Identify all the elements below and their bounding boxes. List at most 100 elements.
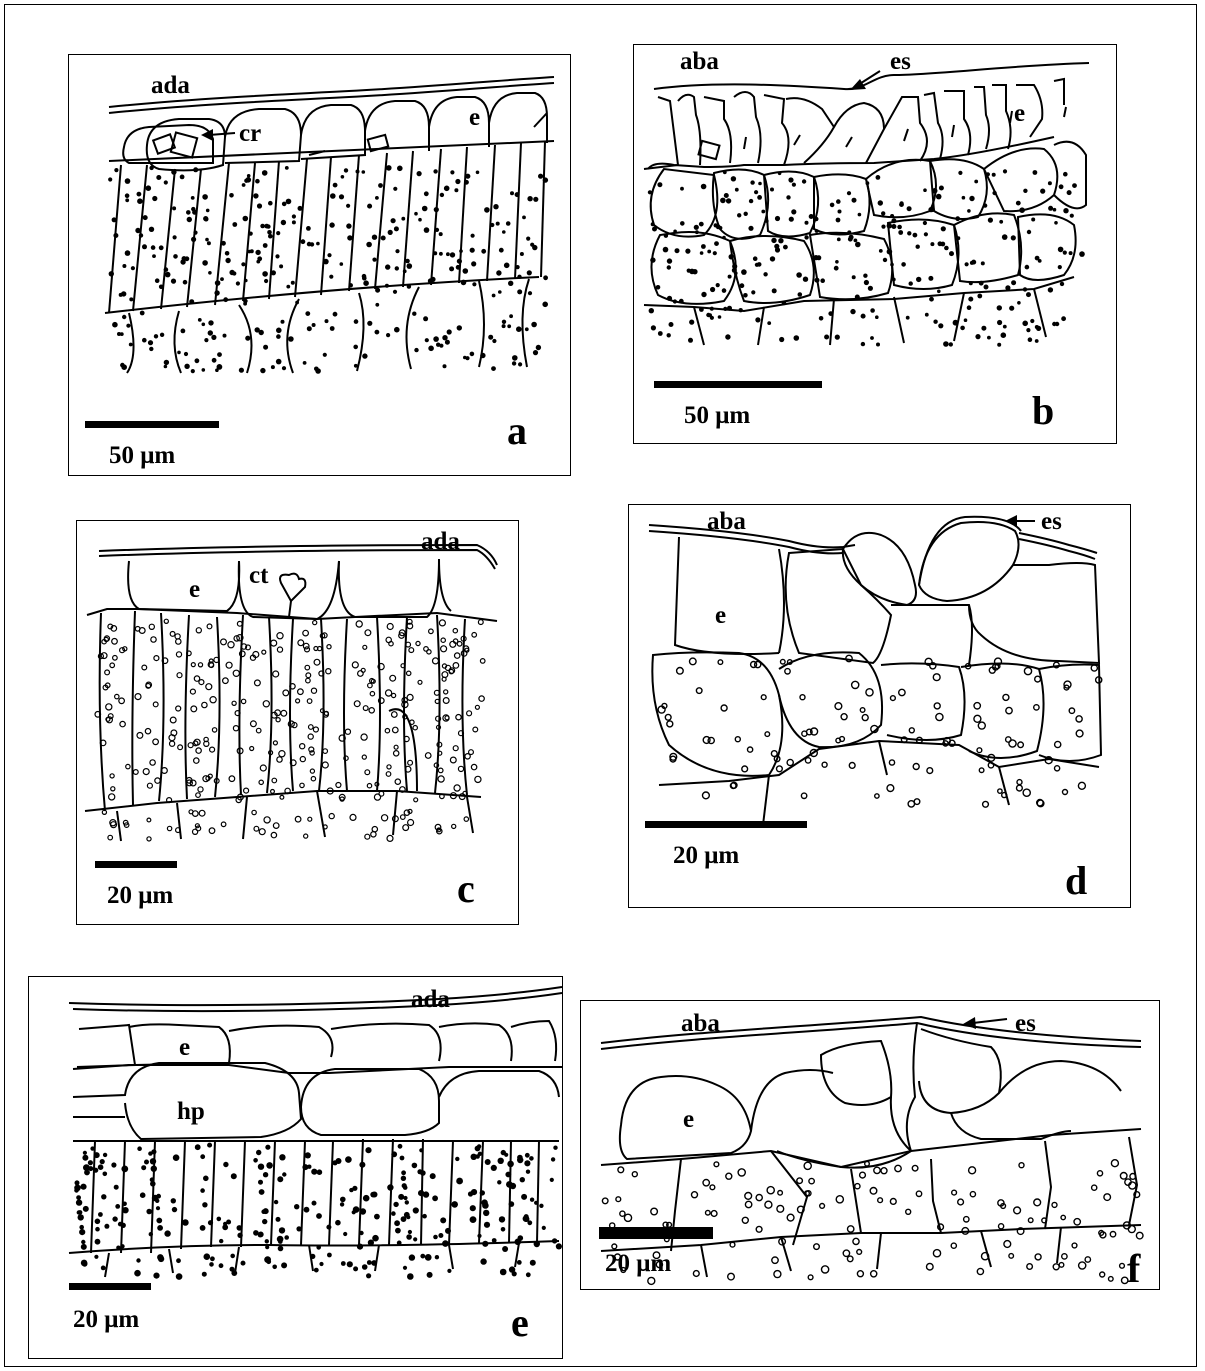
chloroplast-dot — [1030, 319, 1034, 323]
chloroplast-dot — [815, 229, 819, 233]
scale-bar — [654, 381, 822, 388]
chloroplast-dot — [314, 1268, 319, 1273]
chloroplast-dot — [464, 180, 469, 185]
chloroplast-dot — [855, 295, 860, 300]
chloroplast-dot — [906, 316, 910, 320]
chloroplast-dot — [366, 242, 372, 248]
chloroplast-dot — [170, 632, 175, 637]
chloroplast-dot — [247, 174, 251, 178]
chloroplast-dot — [206, 209, 210, 213]
chloroplast-dot — [708, 313, 712, 317]
chloroplast-dot — [517, 275, 521, 279]
chloroplast-dot — [403, 825, 409, 831]
chloroplast-dot — [362, 755, 366, 759]
chloroplast-dot — [286, 285, 290, 289]
chloroplast-dot — [1028, 337, 1033, 342]
chloroplast-dot — [445, 1228, 451, 1234]
chloroplast-dot — [82, 1155, 88, 1161]
chloroplast-dot — [1023, 189, 1027, 193]
chloroplast-dot — [1063, 172, 1068, 177]
chloroplast-dot — [779, 337, 784, 342]
chloroplast-dot — [1072, 1243, 1077, 1248]
chloroplast-dot — [164, 267, 169, 272]
chloroplast-dot — [1024, 668, 1031, 675]
chloroplast-dot — [1063, 208, 1068, 213]
chloroplast-dot — [685, 249, 690, 254]
chloroplast-dot — [525, 1153, 530, 1158]
chloroplast-dot — [866, 689, 873, 696]
chloroplast-dot — [1110, 1232, 1115, 1237]
chloroplast-dot — [792, 183, 796, 187]
chloroplast-dot — [748, 747, 753, 752]
chloroplast-dot — [975, 334, 980, 339]
chloroplast-dot — [424, 227, 430, 233]
chloroplast-dot — [368, 683, 373, 688]
chloroplast-dot — [502, 320, 506, 324]
chloroplast-dot — [266, 1162, 273, 1169]
chloroplast-dot — [430, 1173, 436, 1179]
chloroplast-dot — [112, 1216, 117, 1221]
chloroplast-dot — [952, 1190, 957, 1195]
chloroplast-dot — [497, 1180, 501, 1184]
chloroplast-dot — [94, 1152, 100, 1158]
chloroplast-dot — [496, 222, 500, 226]
chloroplast-dot — [616, 1197, 621, 1202]
chloroplast-dot — [1034, 1199, 1041, 1206]
chloroplast-dot — [393, 1202, 398, 1207]
chloroplast-dot — [876, 175, 881, 180]
chloroplast-dot — [80, 1184, 86, 1190]
chloroplast-dot — [177, 673, 182, 678]
chloroplast-dot — [482, 1202, 489, 1209]
chloroplast-dot — [413, 1207, 419, 1213]
chloroplast-dot — [936, 194, 942, 200]
chloroplast-dot — [908, 801, 914, 807]
chloroplast-dot — [277, 633, 283, 639]
chloroplast-dot — [929, 297, 934, 302]
chloroplast-dot — [493, 204, 498, 209]
chloroplast-dot — [440, 1217, 446, 1223]
chloroplast-dot — [968, 297, 973, 302]
chloroplast-dot — [463, 268, 469, 274]
chloroplast-dot — [1067, 190, 1072, 195]
chloroplast-dot — [333, 183, 338, 188]
chloroplast-dot — [694, 225, 699, 230]
chloroplast-dot — [761, 695, 766, 700]
chloroplast-dot — [176, 639, 181, 644]
chloroplast-dot — [312, 1201, 317, 1206]
chloroplast-dot — [800, 695, 805, 700]
chloroplast-dot — [524, 1160, 530, 1166]
chloroplast-dot — [891, 218, 896, 223]
panel-letter-e: e — [511, 1303, 529, 1343]
scale-bar — [95, 861, 177, 868]
chloroplast-dot — [667, 296, 672, 301]
chloroplast-dot — [405, 259, 410, 264]
chloroplast-dot — [279, 264, 283, 268]
chloroplast-dot — [502, 1246, 508, 1252]
chloroplast-dot — [418, 1190, 424, 1196]
chloroplast-dot — [828, 311, 833, 316]
chloroplast-dot — [652, 227, 657, 232]
chloroplast-dot — [969, 281, 973, 285]
chloroplast-dot — [455, 179, 460, 184]
chloroplast-dot — [1034, 705, 1039, 710]
chloroplast-dot — [345, 1156, 352, 1163]
chloroplast-dot — [602, 1198, 608, 1204]
chloroplast-dot — [491, 1165, 497, 1171]
chloroplast-dot — [354, 701, 360, 707]
chloroplast-dot — [346, 204, 350, 208]
chloroplast-dot — [723, 307, 727, 311]
chloroplast-dot — [395, 266, 399, 270]
chloroplast-dot — [492, 1238, 497, 1243]
chloroplast-dot — [108, 835, 113, 840]
chloroplast-dot — [1064, 681, 1071, 688]
chloroplast-dot — [275, 254, 279, 258]
chloroplast-dot — [265, 1245, 269, 1249]
chloroplast-dot — [136, 1258, 140, 1262]
chloroplast-dot — [471, 1189, 477, 1195]
chloroplast-dot — [105, 670, 110, 675]
chloroplast-dot — [783, 245, 788, 250]
chloroplast-dot — [400, 1156, 405, 1161]
chloroplast-dot — [509, 1201, 515, 1207]
chloroplast-dot — [229, 193, 234, 198]
chloroplast-dot — [316, 242, 320, 246]
